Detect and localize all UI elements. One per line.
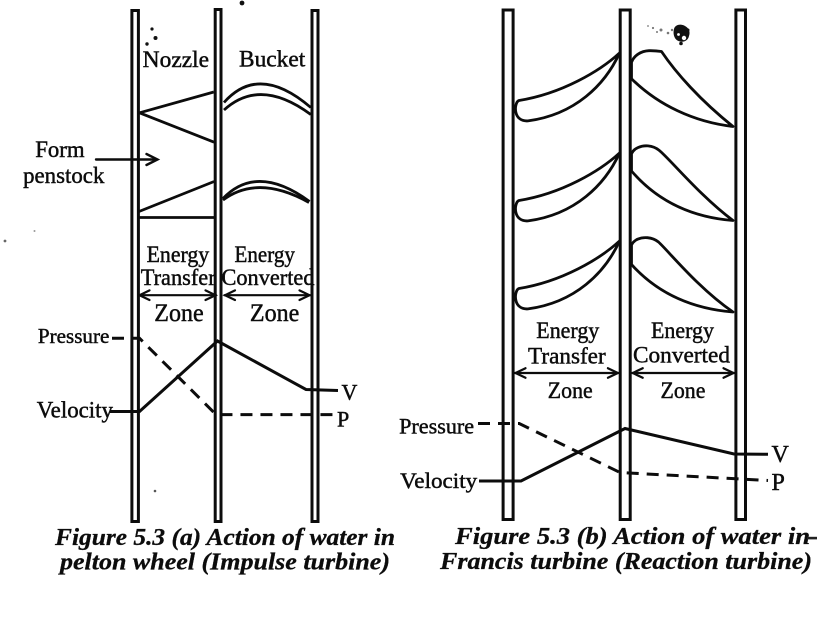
svg-text:Form: Form	[35, 137, 85, 162]
svg-text:pelton wheel (Impulse turbine): pelton wheel (Impulse turbine)	[58, 550, 390, 576]
svg-text:Zone: Zone	[661, 378, 706, 403]
svg-text:Pressure: Pressure	[399, 414, 474, 439]
svg-text:Zone: Zone	[250, 300, 299, 327]
svg-text:P: P	[337, 407, 349, 432]
svg-text:Transfer: Transfer	[528, 344, 606, 369]
svg-text:Francis turbine (Reaction turb: Francis turbine (Reaction turbine)	[439, 549, 812, 575]
svg-text:V: V	[772, 442, 790, 468]
svg-text:Transfer: Transfer	[141, 265, 216, 290]
svg-text:Zone: Zone	[154, 300, 203, 327]
svg-text:penstock: penstock	[23, 163, 105, 188]
svg-text:Velocity: Velocity	[400, 468, 477, 493]
svg-text:Pressure: Pressure	[38, 324, 110, 348]
svg-text:Energy: Energy	[147, 242, 210, 267]
svg-text:Nozzle: Nozzle	[143, 47, 209, 72]
svg-text:Energy: Energy	[651, 318, 714, 343]
svg-text:Figure 5.3 (b) Action of water: Figure 5.3 (b) Action of water in	[454, 524, 810, 550]
svg-text:Bucket: Bucket	[239, 47, 306, 72]
svg-text:Zone: Zone	[548, 378, 593, 403]
svg-text:Figure 5.3 (a) Action of water: Figure 5.3 (a) Action of water in	[54, 525, 395, 551]
svg-text:Energy: Energy	[536, 318, 599, 343]
svg-text:V: V	[342, 380, 358, 405]
svg-text:P: P	[772, 470, 785, 496]
svg-text:Velocity: Velocity	[37, 398, 114, 423]
svg-text:Converted: Converted	[222, 265, 315, 290]
svg-text:Converted: Converted	[633, 343, 731, 368]
svg-text:Energy: Energy	[235, 242, 296, 267]
